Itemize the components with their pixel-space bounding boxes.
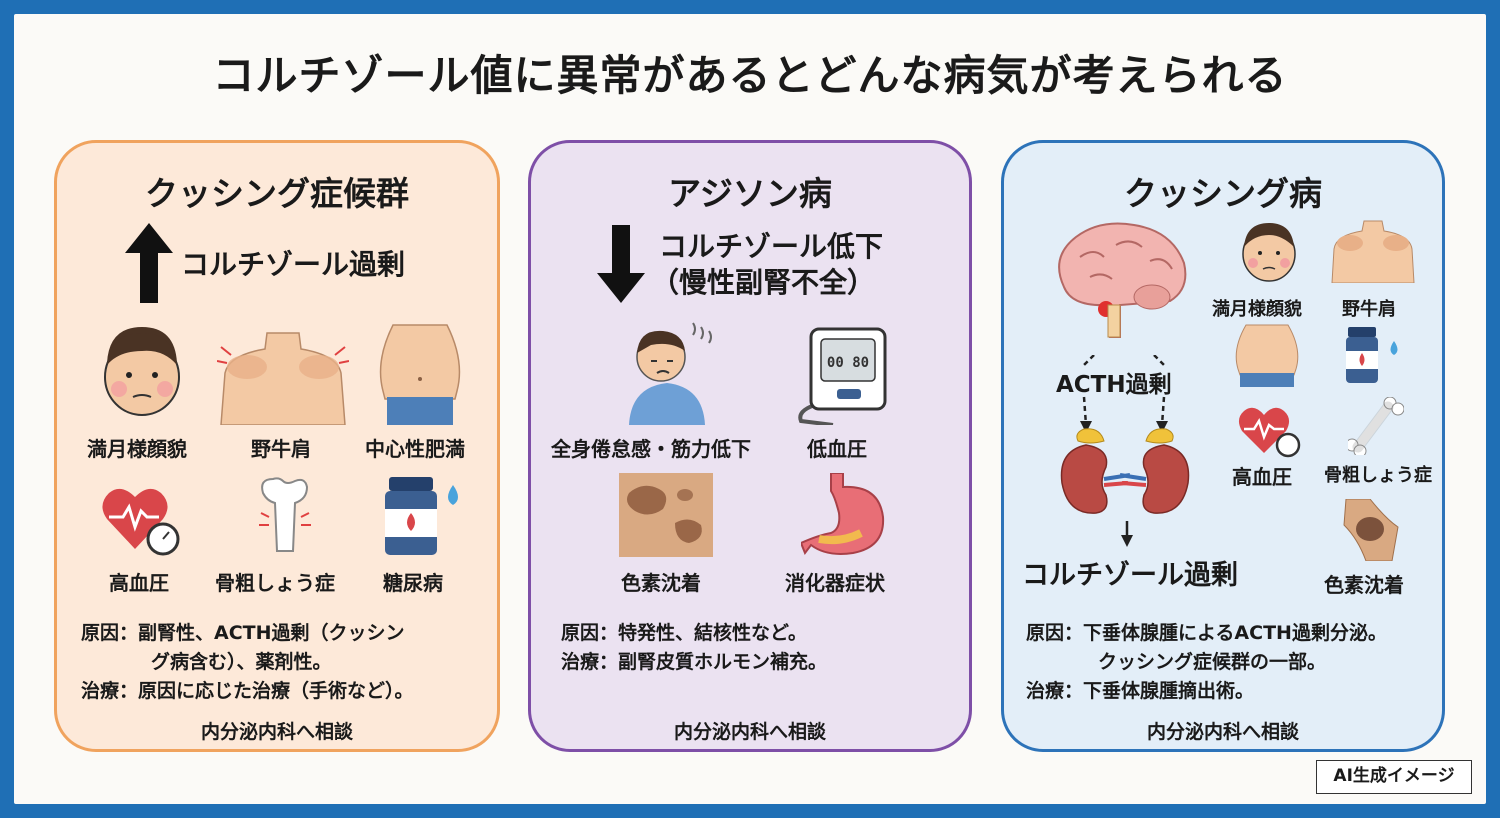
item-label: 消化器症状 [785,571,885,595]
dashed-arrows [1080,355,1168,433]
stomach-icon [801,473,885,556]
heart-pressure-icon [102,488,180,556]
buffalo-hump-icon [1331,220,1415,283]
medicine-bottle-icon [385,477,458,555]
fatigue-person-icon [629,322,712,425]
panel-cushing-syndrome: クッシング症候群 コルチゾール過剰 満月様顔貌 野牛肩 中心性肥満 高血圧 [54,140,500,752]
central-obesity-icon [379,324,461,425]
cause-text: 原因：特発性、結核性など。 [561,622,808,644]
item-label: 骨粗しょう症 [1324,465,1432,486]
pigmented-knee-icon [1343,499,1399,561]
blood-pressure-monitor-icon: 00 80 [798,327,887,425]
item-label: 野牛肩 [251,437,311,461]
cause-text-cont: グ病含む）、薬剤性。 [151,651,332,673]
item-label: 中心性肥満 [365,437,465,461]
panel-title: クッシング病 [1124,174,1322,213]
arrow-down-small-icon [1121,521,1133,547]
page-title: コルチゾール値に異常があるとどんな病気が考えられる [212,51,1288,100]
item-label: 骨粗しょう症 [215,571,335,595]
treatment-text: 治療：下垂体腺腫摘出術。 [1026,680,1255,702]
medicine-bottle-icon [1346,327,1398,383]
brain-pituitary-icon [1058,222,1187,338]
cortisol-low-label: コルチゾール低下 [659,230,884,263]
consult-note: 内分泌内科へ相談 [200,721,353,743]
item-label: 野牛肩 [1342,299,1396,320]
cause-text: 原因：副腎性、ACTH過剰（クッシン [81,622,405,644]
item-label: 満月様顔貌 [87,437,187,461]
moon-face-icon [104,327,180,416]
item-label: 全身倦怠感・筋力低下 [551,437,751,461]
monitor-reading: 00 80 [827,355,869,371]
bone-icon [1348,397,1404,455]
treatment-text: 治療：副腎皮質ホルモン補充。 [561,651,828,673]
item-label: 糖尿病 [383,571,443,595]
panel-addison-disease: アジソン病 コルチゾール低下 （慢性副腎不全） 全身倦怠感・筋力低下 00 80… [528,140,972,752]
item-label: 満月様顔貌 [1212,299,1302,320]
acth-excess-label: ACTH過剰 [1056,372,1172,398]
consult-note: 内分泌内科へ相談 [1146,721,1299,743]
arrow-up-icon [125,223,173,303]
item-label: 低血圧 [807,437,867,461]
panel-cushing-disease: クッシング病 ACTH過剰 コルチゾール過剰 満月様顔貌 [1001,140,1445,752]
consult-note: 内分泌内科へ相談 [673,721,826,743]
central-obesity-icon [1235,324,1299,387]
item-label: 色素沈着 [1324,573,1404,597]
panel-title: クッシング症候群 [145,174,409,213]
arrow-down-icon [597,225,645,303]
item-label: 高血圧 [109,571,169,595]
item-label: 高血圧 [1232,465,1292,489]
treatment-text: 治療：原因に応じた治療（手術など）。 [81,680,414,702]
item-label: 色素沈着 [621,571,701,595]
cortisol-excess-label: コルチゾール過剰 [1022,560,1238,591]
cause-text: 原因：下垂体腺腫によるACTH過剰分泌。 [1026,622,1387,644]
buffalo-hump-icon [217,332,349,425]
chronic-adrenal-label: （慢性副腎不全） [651,266,876,299]
moon-face-icon [1242,223,1296,282]
kidneys-adrenal-icon [1060,428,1190,514]
pigmentation-icon [619,473,713,557]
heart-pressure-icon [1238,407,1301,458]
cause-text-cont: クッシング症候群の一部。 [1098,651,1327,673]
cortisol-excess-label: コルチゾール過剰 [181,248,406,281]
panel-title: アジソン病 [668,174,832,213]
bone-icon [259,477,311,552]
ai-generated-badge: AI生成イメージ [1316,760,1472,794]
